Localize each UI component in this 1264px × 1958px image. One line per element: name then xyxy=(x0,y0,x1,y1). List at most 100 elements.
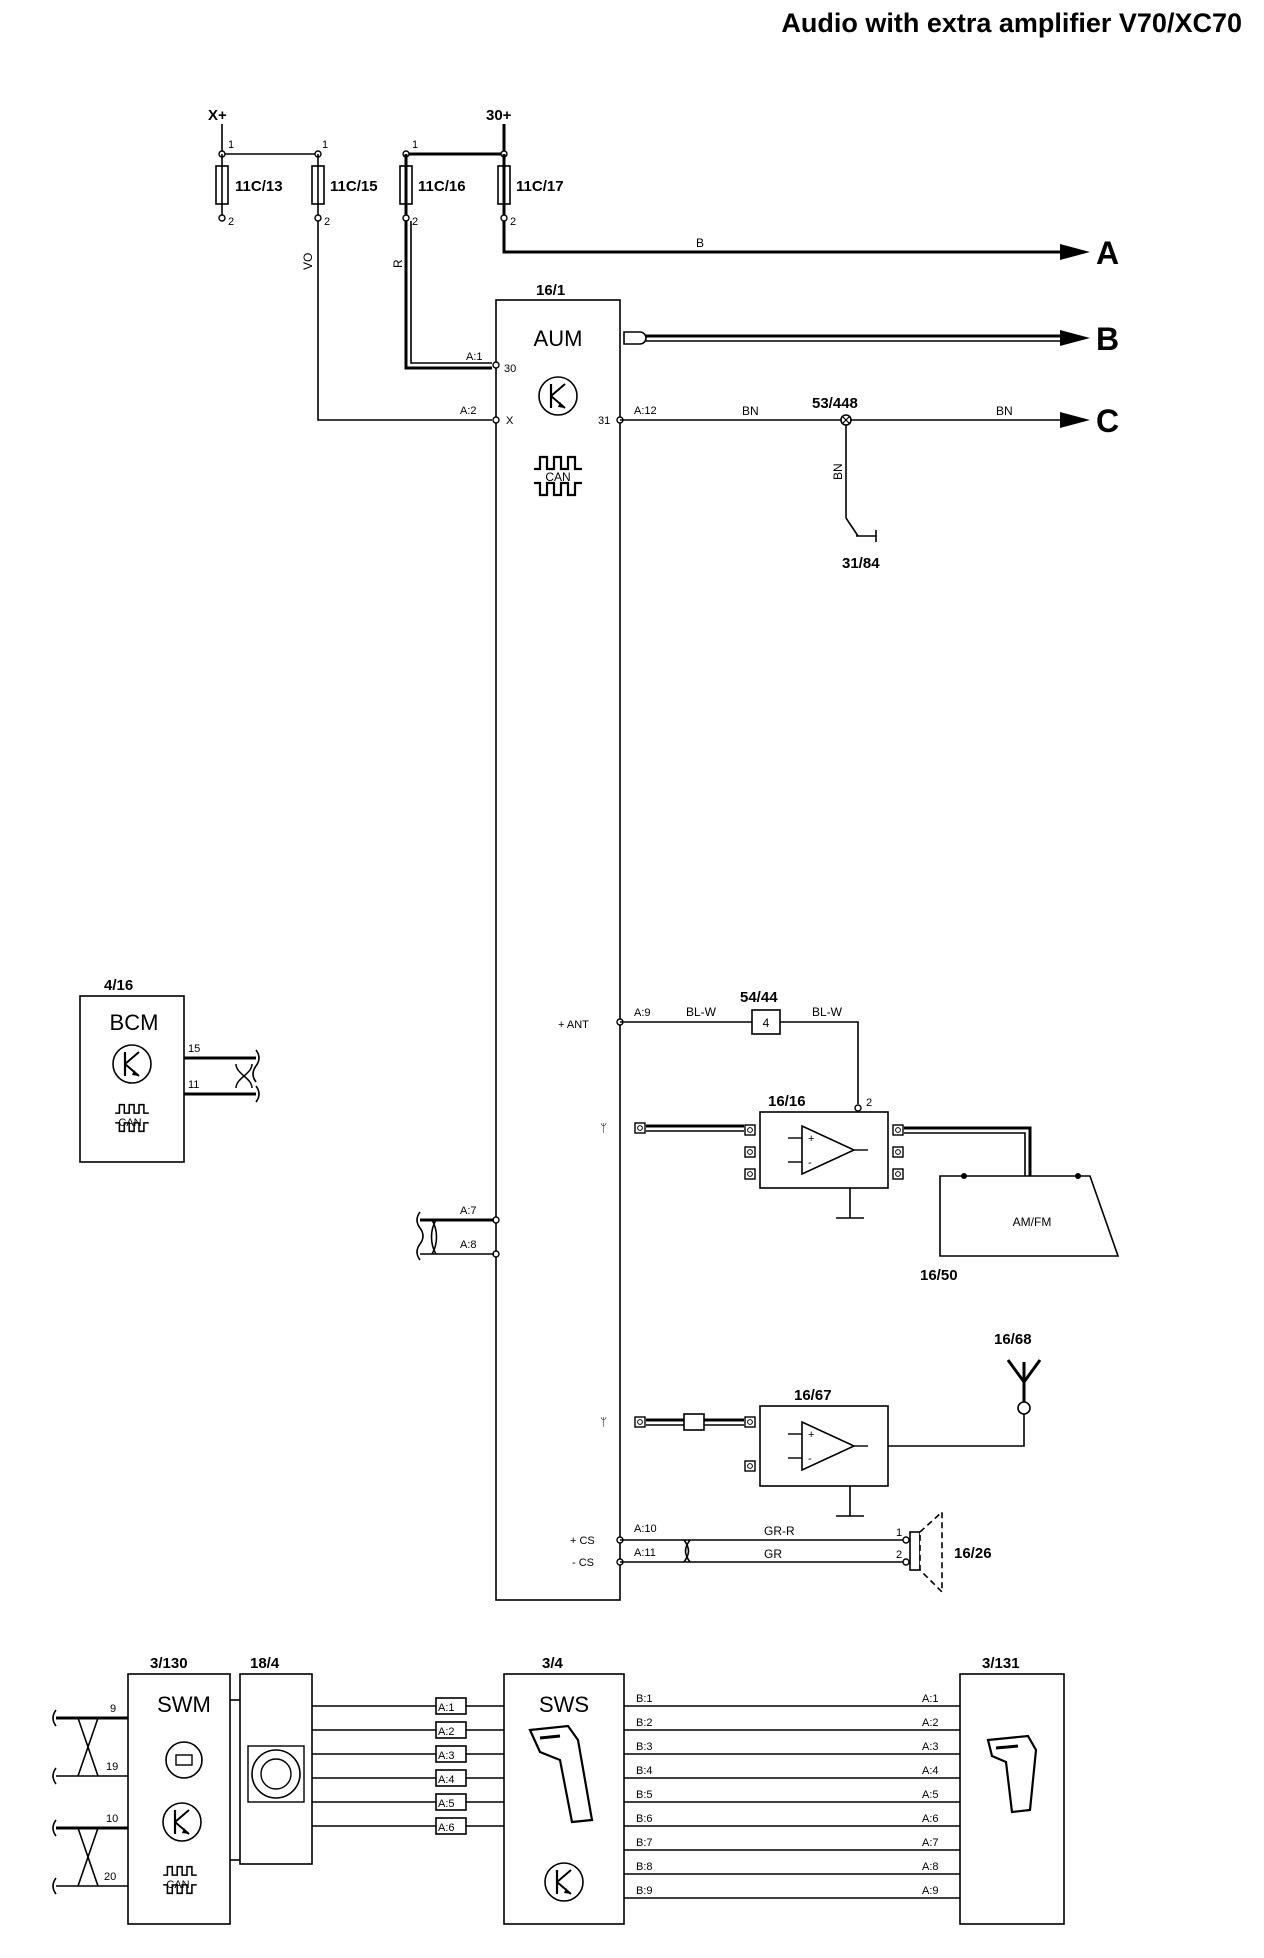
svg-text:2: 2 xyxy=(510,216,516,228)
transistor-icon xyxy=(543,1861,585,1903)
svg-text:15: 15 xyxy=(188,1043,200,1055)
svg-text:A:7: A:7 xyxy=(460,1205,477,1217)
svg-text:A:6: A:6 xyxy=(922,1813,939,1825)
svg-text:A:5: A:5 xyxy=(922,1789,939,1801)
svg-text:2: 2 xyxy=(412,216,418,228)
connector-a: A xyxy=(1096,235,1119,271)
clockspring-18-4: 18/4 xyxy=(239,1655,313,1865)
svg-text:3/130: 3/130 xyxy=(150,1655,188,1672)
svg-text:1: 1 xyxy=(228,139,234,151)
fuse-label: 11C/13 xyxy=(235,178,283,195)
svg-text:A:9: A:9 xyxy=(922,1885,939,1897)
svg-text:19: 19 xyxy=(106,1761,118,1773)
ground-31-84: 31/84 xyxy=(842,517,880,572)
svg-text:2: 2 xyxy=(324,216,330,228)
x-plus-label: X+ xyxy=(208,107,227,124)
svg-text:CAN: CAN xyxy=(118,1117,141,1129)
svg-text:+ CS: + CS xyxy=(570,1535,595,1547)
svg-text:AM/FM: AM/FM xyxy=(1013,1215,1052,1229)
svg-text:A:4: A:4 xyxy=(922,1765,939,1777)
svg-text:9: 9 xyxy=(110,1703,116,1715)
svg-text:B:3: B:3 xyxy=(636,1741,653,1753)
svg-text:- CS: - CS xyxy=(572,1557,594,1569)
fuse-11c-13: 1 2 11C/13 xyxy=(215,139,283,228)
svg-text:2: 2 xyxy=(896,1549,902,1561)
svg-text:16/67: 16/67 xyxy=(794,1387,832,1404)
radio-16-50: AM/FM 16/50 xyxy=(920,1173,1120,1284)
svg-text:10: 10 xyxy=(106,1813,118,1825)
svg-text:3/4: 3/4 xyxy=(542,1655,564,1672)
aum-name: AUM xyxy=(534,326,583,351)
svg-text:A:3: A:3 xyxy=(438,1750,455,1762)
svg-text:2: 2 xyxy=(866,1097,872,1109)
fuse-label: 11C/17 xyxy=(516,178,564,195)
svg-text:B:7: B:7 xyxy=(636,1837,653,1849)
svg-text:X: X xyxy=(506,415,514,427)
svg-text:A:6: A:6 xyxy=(438,1822,455,1834)
connector-54-44: 4 54/44 xyxy=(740,989,781,1035)
switch-3-131: 3/131 A:1 A:2 A:3 A:4 A:5 A:6 A:7 A:8 A:… xyxy=(922,1655,1065,1925)
svg-text:31/84: 31/84 xyxy=(842,555,880,572)
svg-text:A:8: A:8 xyxy=(922,1861,939,1873)
svg-text:18/4: 18/4 xyxy=(250,1655,280,1672)
fuse-11c-16: 1 2 11C/16 xyxy=(399,139,466,228)
svg-text:A:11: A:11 xyxy=(634,1547,656,1559)
fuse-label: 11C/15 xyxy=(330,178,378,195)
stalk-icon xyxy=(986,1734,1038,1814)
svg-text:A:1: A:1 xyxy=(922,1693,939,1705)
swm-name: SWM xyxy=(157,1692,211,1717)
svg-text:31: 31 xyxy=(598,415,610,427)
svg-text:4: 4 xyxy=(763,1016,770,1030)
svg-text:1: 1 xyxy=(322,139,328,151)
svg-text:2: 2 xyxy=(228,216,234,228)
svg-text:B:8: B:8 xyxy=(636,1861,653,1873)
wire-color-gr: GR xyxy=(764,1547,782,1561)
speaker-16-26: 1 2 16/26 xyxy=(896,1510,992,1594)
svg-text:16/16: 16/16 xyxy=(768,1093,806,1110)
connector-c: C xyxy=(1096,403,1119,439)
svg-text:A:3: A:3 xyxy=(922,1741,939,1753)
bcm-id: 4/16 xyxy=(104,977,133,994)
svg-text:A:9: A:9 xyxy=(634,1007,651,1019)
svg-text:A:8: A:8 xyxy=(460,1239,477,1251)
svg-text:A:1: A:1 xyxy=(438,1702,455,1714)
svg-text:A:1: A:1 xyxy=(466,351,483,363)
fuse-11c-17: 2 11C/17 xyxy=(497,154,564,228)
svg-text:B:1: B:1 xyxy=(636,1693,653,1705)
amplifier-16-67: 16/67 xyxy=(744,1387,889,1517)
connector-b: B xyxy=(1096,321,1119,357)
antenna-16-68: 16/68 xyxy=(994,1331,1042,1402)
svg-text:A:5: A:5 xyxy=(438,1798,455,1810)
wire-color-blw-2: BL-W xyxy=(812,1005,843,1019)
a-pin-block: A:1 A:2 A:3 A:4 A:5 A:6 xyxy=(312,1697,504,1835)
svg-text:B:5: B:5 xyxy=(636,1789,653,1801)
aum-module: 16/1 AUM CAN A:1 30 A:2 X 31 A:12 + ANT … xyxy=(460,282,657,1601)
stalk-icon xyxy=(528,1724,594,1824)
svg-text:A:2: A:2 xyxy=(438,1726,455,1738)
amplifier-16-16: 16/16 2 xyxy=(744,1093,904,1219)
antenna-symbol-2: ᛘ xyxy=(600,1415,607,1429)
aum-id: 16/1 xyxy=(536,282,565,299)
transistor-icon xyxy=(537,375,579,417)
svg-text:A:10: A:10 xyxy=(634,1523,657,1535)
svg-text:54/44: 54/44 xyxy=(740,989,778,1006)
fuse-11c-15: 1 2 11C/15 xyxy=(311,139,378,228)
svg-text:A:4: A:4 xyxy=(438,1774,455,1786)
sws-name: SWS xyxy=(539,1692,589,1717)
svg-text:16/50: 16/50 xyxy=(920,1267,958,1284)
svg-text:1: 1 xyxy=(896,1527,902,1539)
wire-color-blw-1: BL-W xyxy=(686,1005,717,1019)
b-wires xyxy=(624,1705,960,1899)
svg-text:1: 1 xyxy=(412,139,418,151)
transistor-icon xyxy=(161,1801,203,1843)
svg-text:11: 11 xyxy=(188,1079,199,1091)
wire-color-grr: GR-R xyxy=(764,1524,795,1538)
wire-color-r: R xyxy=(391,259,405,268)
wire-color-b: B xyxy=(696,236,704,250)
svg-text:+ ANT: + ANT xyxy=(558,1019,589,1031)
svg-text:B:9: B:9 xyxy=(636,1885,653,1897)
k30-plus-label: 30+ xyxy=(486,107,512,124)
diagram-title: Audio with extra amplifier V70/XC70 xyxy=(781,8,1242,38)
sws-module: 3/4 SWS B:1 B:2 B:3 B:4 B:5 B:6 B:7 B:8 … xyxy=(503,1655,653,1925)
transistor-icon xyxy=(111,1043,153,1085)
